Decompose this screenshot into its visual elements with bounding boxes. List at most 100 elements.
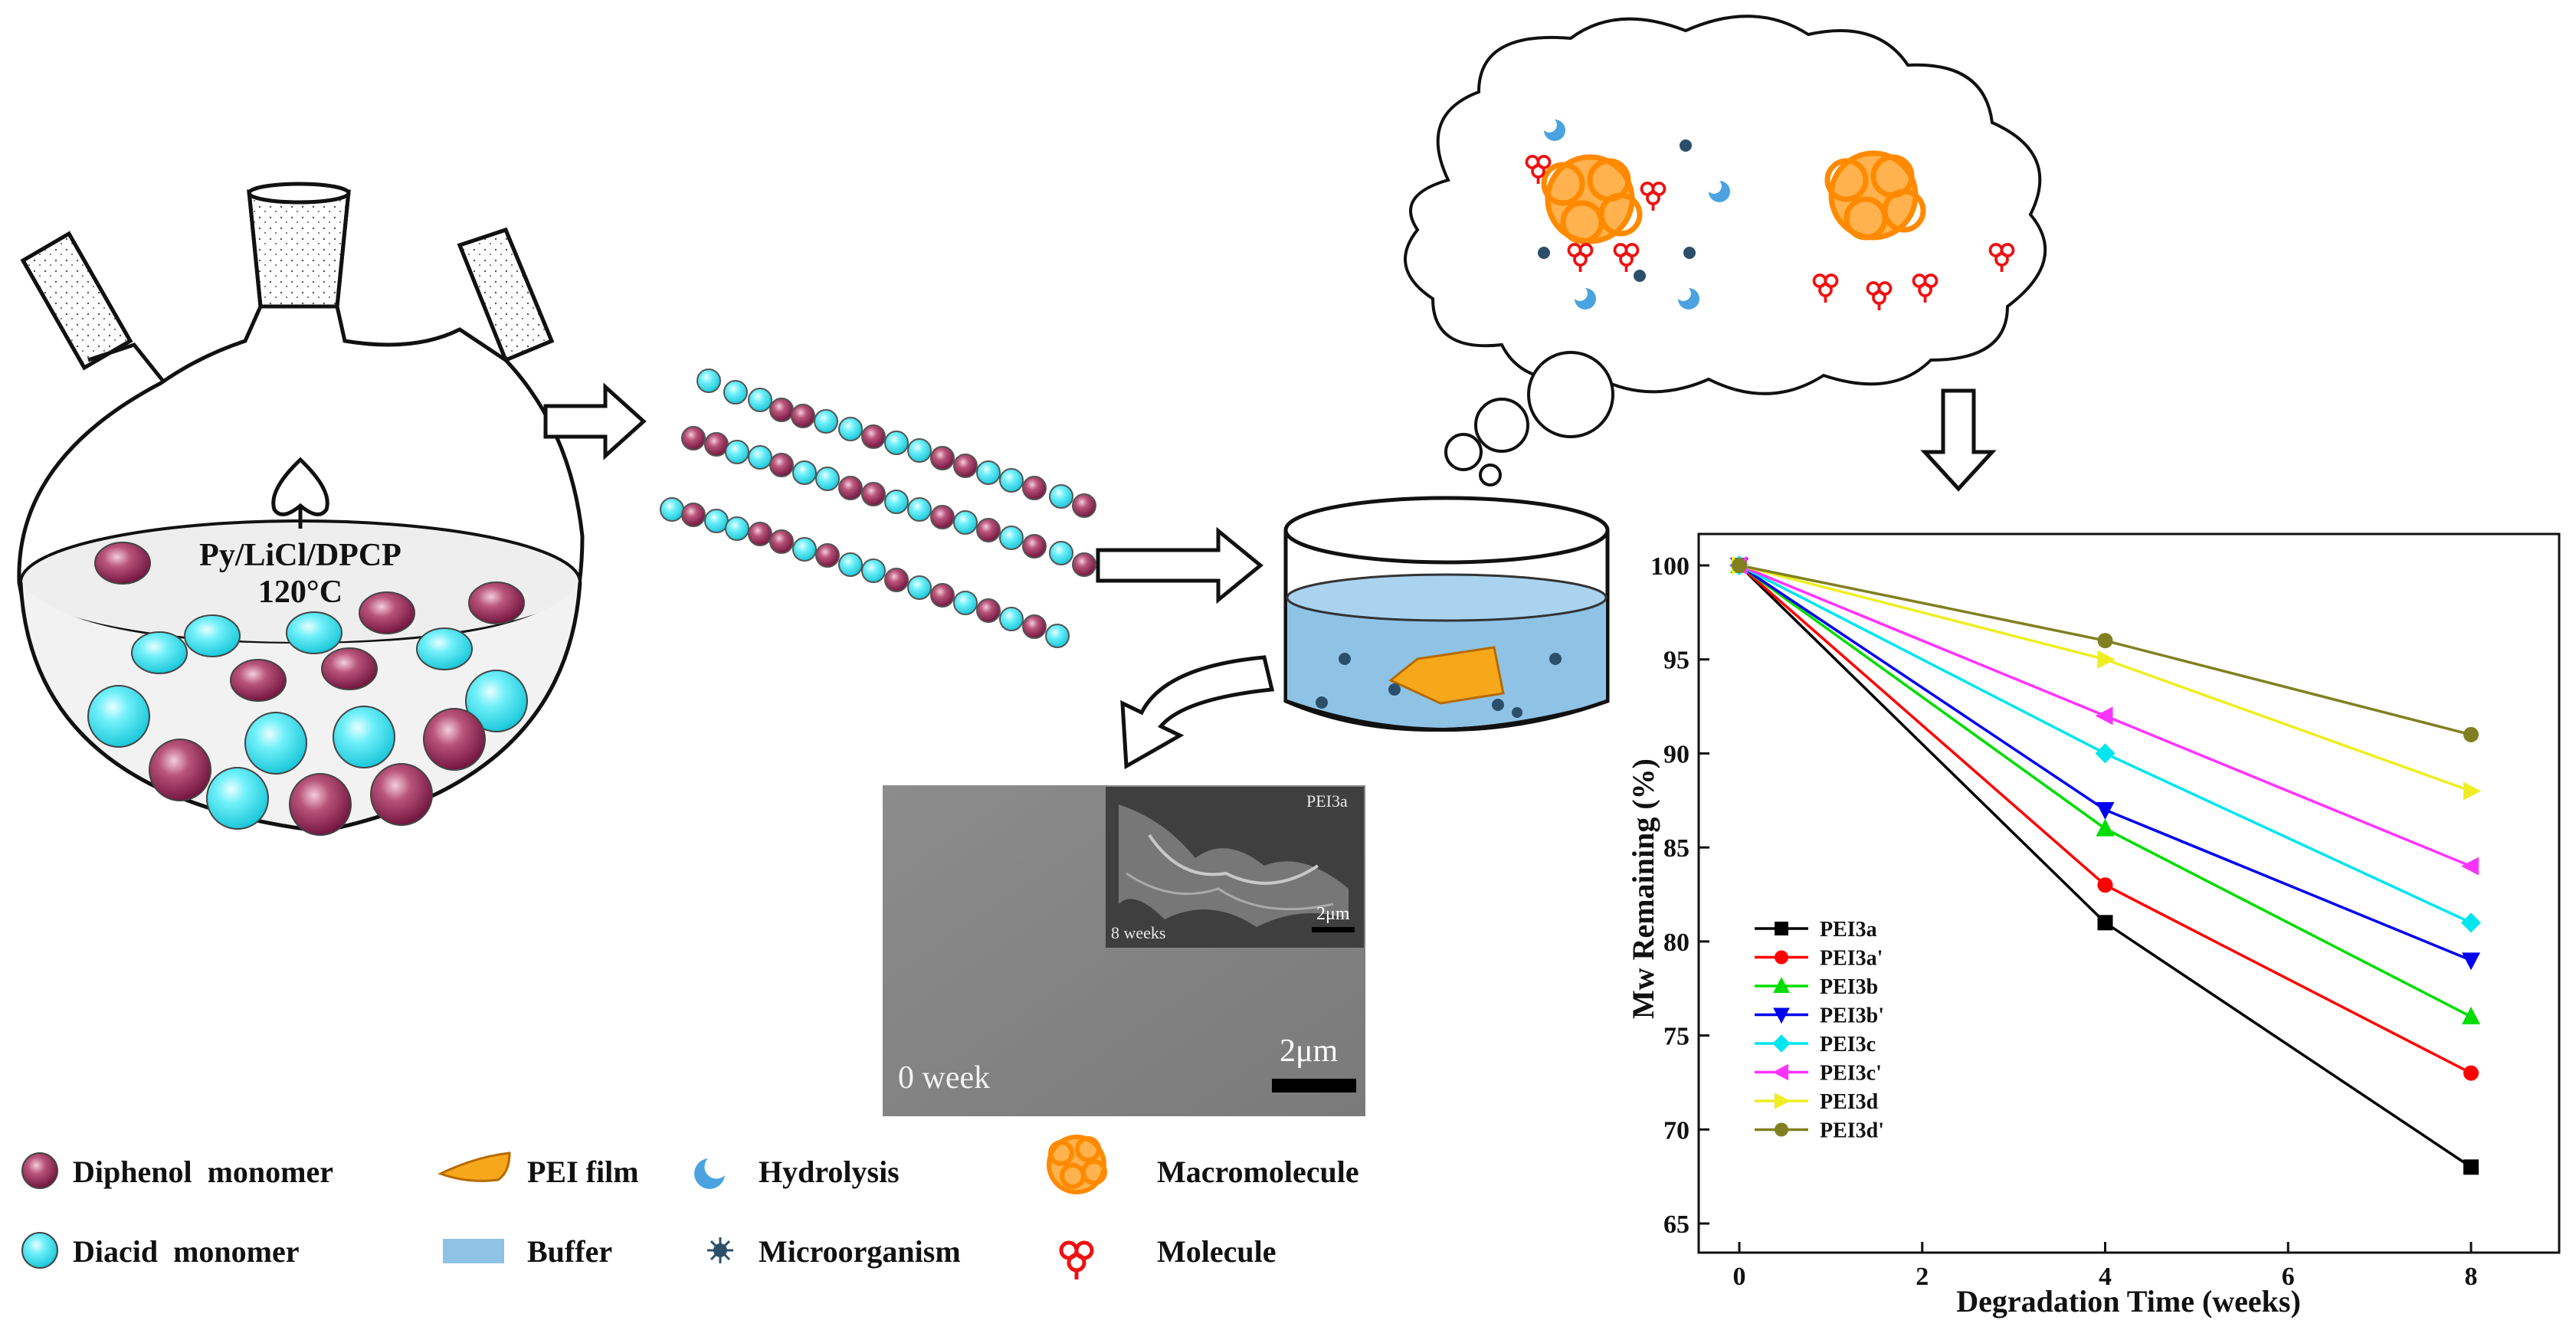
diphenol-unit xyxy=(1072,552,1096,577)
sem-inset-sample: PEI3a xyxy=(1306,791,1348,811)
data-point xyxy=(2462,952,2480,971)
diacid-unit xyxy=(814,409,838,434)
diphenol-unit xyxy=(976,598,1001,623)
x-tick-label: 8 xyxy=(2465,1263,2478,1291)
diacid-unit xyxy=(953,510,978,535)
diacid-unit xyxy=(660,497,684,522)
star-microbe-icon xyxy=(707,1237,733,1263)
data-point xyxy=(2095,743,2116,764)
pei-film-in-beaker xyxy=(1388,646,1505,705)
y-tick-label: 65 xyxy=(1663,1210,1689,1239)
beaker xyxy=(1283,496,1610,732)
macromolecule-left xyxy=(1541,154,1643,244)
sem-inset-scalebar xyxy=(1312,927,1355,932)
diacid-unit xyxy=(884,431,909,455)
legend-marker xyxy=(1775,922,1788,935)
legend-label: PEI3a' xyxy=(1820,947,1883,971)
flask-neck-right xyxy=(457,227,555,363)
maroon-sphere-icon xyxy=(21,1152,58,1189)
cyan-sphere-icon xyxy=(21,1232,58,1269)
legend-label: PEI3c' xyxy=(1820,1062,1882,1086)
legend-label: PEI3b xyxy=(1820,975,1878,999)
arrow-right-1 xyxy=(543,382,647,460)
x-tick-label: 2 xyxy=(1916,1263,1929,1291)
diphenol-unit xyxy=(838,476,863,500)
y-tick-label: 80 xyxy=(1663,929,1689,957)
diphenol-unit xyxy=(953,454,978,478)
diacid-unit xyxy=(1049,541,1073,565)
legend-label-microorganism: Microorganism xyxy=(759,1234,961,1269)
data-point xyxy=(2097,633,2113,649)
diacid-unit xyxy=(725,440,749,464)
legend-marker xyxy=(1772,1034,1791,1053)
diacid-unit xyxy=(907,575,932,600)
legend-label: PEI3a xyxy=(1820,918,1877,942)
stirring-icon xyxy=(271,457,329,529)
diphenol-unit xyxy=(861,482,886,506)
data-point xyxy=(2461,912,2481,933)
y-tick-label: 100 xyxy=(1650,552,1689,581)
y-tick-label: 70 xyxy=(1663,1116,1689,1145)
arrow-right-2 xyxy=(1096,526,1263,604)
diphenol-unit xyxy=(815,543,840,568)
diacid-unit xyxy=(999,526,1024,550)
sem-inset-scale: 2μm xyxy=(1316,904,1350,924)
data-point xyxy=(2097,650,2116,669)
diphenol-unit xyxy=(1022,534,1047,559)
diphenol-unit xyxy=(681,503,706,527)
diphenol-unit xyxy=(681,426,706,450)
diacid-unit xyxy=(792,460,817,485)
diacid-unit xyxy=(792,537,817,562)
data-point xyxy=(2097,877,2113,893)
flask-monomers xyxy=(87,542,528,836)
flask-neck-center xyxy=(247,182,351,309)
legend-label: PEI3d' xyxy=(1820,1119,1884,1143)
diphenol-unit xyxy=(976,518,1001,542)
diacid-unit xyxy=(748,445,772,470)
flask-neck-left xyxy=(20,231,166,385)
diphenol-unit xyxy=(1022,614,1047,639)
diphenol-unit xyxy=(704,432,729,457)
blue-crescent-icon xyxy=(694,1158,725,1189)
diphenol-unit xyxy=(748,522,772,546)
data-point xyxy=(2097,915,2113,931)
series-line-PEI3d-prime xyxy=(1739,564,2472,736)
legend-marker xyxy=(1775,1122,1788,1137)
diphenol-unit xyxy=(1022,476,1047,500)
chart-frame xyxy=(1697,532,2561,1254)
diacid-unit xyxy=(999,468,1024,493)
legend-label-diphenol: Diphenol monomer xyxy=(73,1155,333,1189)
x-tick-label: 6 xyxy=(2282,1263,2295,1291)
legend-marker xyxy=(1775,950,1788,965)
diacid-unit xyxy=(1045,624,1070,648)
legend-label-molecule: Molecule xyxy=(1157,1234,1277,1269)
diphenol-unit xyxy=(861,424,886,449)
sem-image: PEI3a 8 weeks 2μm 0 week 2μm xyxy=(883,785,1365,1116)
legend-label-pei-film: PEI film xyxy=(527,1155,639,1189)
diacid-unit xyxy=(696,369,721,393)
diphenol-unit xyxy=(930,446,955,470)
legend-label-buffer: Buffer xyxy=(527,1234,612,1269)
chart-ylabel: Mw Remaining (%) xyxy=(1626,758,1660,1019)
data-point xyxy=(2095,706,2113,726)
data-point xyxy=(2463,726,2479,742)
hydrolysis-markers xyxy=(1544,120,1730,310)
arrow-curved xyxy=(1120,655,1275,770)
legend-label: PEI3d xyxy=(1820,1090,1879,1114)
orange-film-icon xyxy=(438,1151,511,1182)
data-point xyxy=(2462,1007,2480,1025)
diacid-unit xyxy=(815,467,840,491)
sem-inset-time: 8 weeks xyxy=(1111,923,1165,942)
blue-buffer-icon xyxy=(443,1239,504,1263)
data-point xyxy=(2096,818,2115,837)
legend-marker xyxy=(1773,1007,1790,1024)
data-point xyxy=(2463,781,2481,801)
diphenol-unit xyxy=(769,453,794,477)
legend-label-diacid: Diacid monomer xyxy=(73,1234,300,1269)
sem-main-scalebar xyxy=(1272,1079,1356,1092)
diacid-unit xyxy=(723,380,748,405)
data-point xyxy=(2463,1065,2479,1081)
y-tick-label: 85 xyxy=(1663,834,1689,863)
y-tick-label: 90 xyxy=(1663,740,1689,768)
